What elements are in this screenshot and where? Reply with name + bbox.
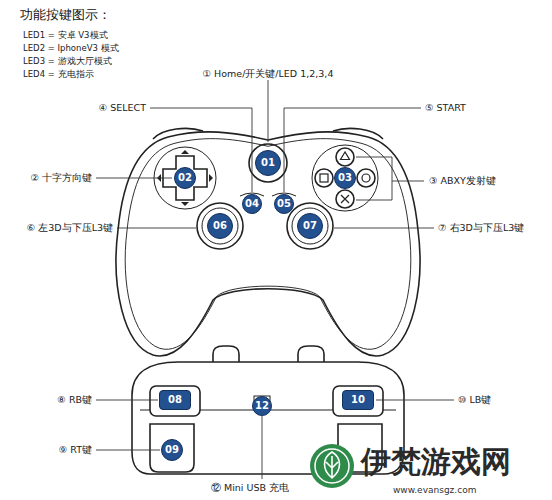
callout-number: 04: [242, 194, 262, 214]
callout-number: 03: [334, 167, 356, 189]
callout-number: 08: [159, 390, 191, 410]
callout-number-text: 04: [245, 199, 259, 209]
callout-number: 12: [252, 396, 272, 416]
diagram-title: 功能按键图示：: [20, 6, 111, 24]
watermark: www.evansgz.com: [392, 485, 477, 496]
callout-number-text: 05: [277, 199, 291, 209]
callout-label: ⑩ LB键: [457, 394, 492, 405]
legend-note: LED4 = 充电指示: [22, 69, 95, 79]
legend-note: LED1 = 安卓 V3模式: [22, 30, 109, 40]
callout-number: 01: [255, 150, 281, 176]
callout-number: 06: [207, 213, 233, 239]
callout-number: 07: [297, 213, 323, 239]
callout-label: ③ ABXY发射键: [428, 175, 497, 186]
watermark: 伊梵游戏网: [360, 444, 512, 480]
callout-number-text: 01: [261, 158, 275, 168]
callout-number: 09: [161, 439, 183, 461]
legend-note: LED3 = 游戏大厅模式: [22, 56, 113, 66]
legend-note: LED2 = IphoneV3 模式: [22, 43, 120, 53]
callout-number-text: 09: [165, 445, 179, 455]
callout-label: ⑨ RT键: [58, 444, 93, 455]
callout-number-text: 08: [168, 395, 182, 405]
callout-label: ⑥ 左3D与下压L3键: [26, 222, 114, 233]
callout-number-text: 10: [351, 395, 365, 405]
callout-number: 05: [274, 194, 294, 214]
leader-lines: [96, 80, 454, 479]
callout-number-text: 03: [338, 173, 352, 183]
callout-label: ④ SELECT: [98, 102, 147, 113]
callout-number: 02: [174, 167, 196, 189]
callout-number-text: 02: [178, 173, 192, 183]
watermark-logo: [310, 444, 354, 488]
callout-label: ⑫ Mini USB 充电: [210, 482, 290, 493]
callout-label: ① Home/开关键/LED 1,2,3,4: [202, 68, 335, 79]
callout-label: ⑤ START: [424, 102, 467, 113]
callout-number-text: 06: [213, 221, 227, 231]
callout-number: 10: [342, 390, 374, 410]
callout-label: ⑧ RB键: [56, 394, 93, 405]
callout-number-text: 12: [255, 401, 269, 411]
callout-number-text: 07: [303, 221, 317, 231]
callout-label: ⑦ 右3D与下压L3键: [437, 222, 525, 233]
callout-label: ② 十字方向键: [29, 172, 93, 183]
